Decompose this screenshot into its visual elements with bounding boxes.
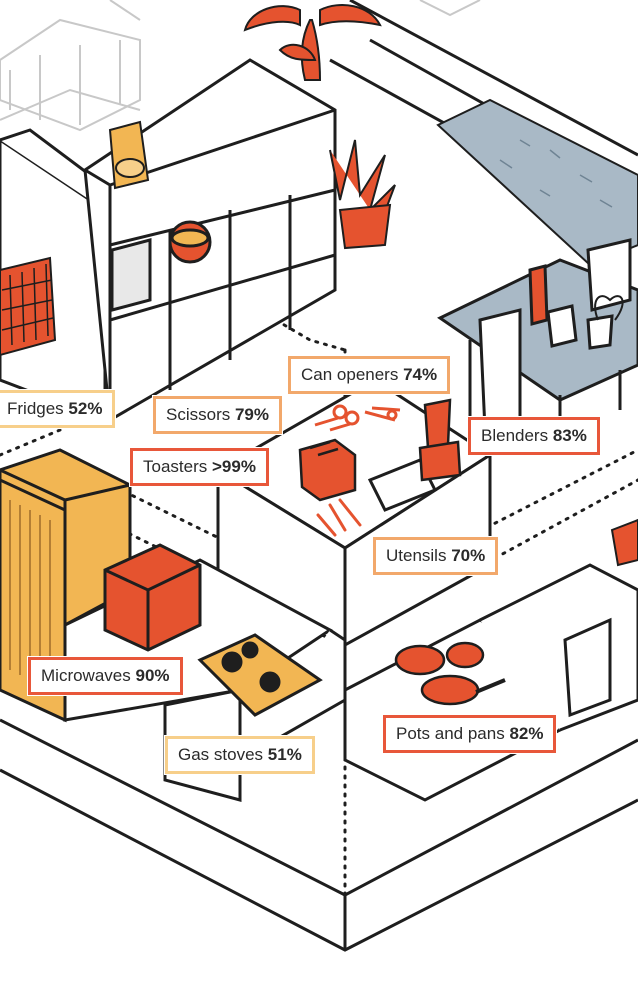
toasters-label: Toasters >99% — [130, 448, 269, 486]
pots-and-pans-label-name: Pots and pans — [396, 724, 505, 743]
blenders-label-name: Blenders — [481, 426, 549, 445]
can-openers-label-name: Can openers — [301, 365, 399, 384]
back-shelf — [83, 58, 337, 423]
background-room-outline — [0, 0, 481, 132]
blenders-label: Blenders 83% — [468, 417, 600, 455]
can-openers-label: Can openers 74% — [288, 356, 451, 394]
gas-stoves-label-name: Gas stoves — [178, 745, 264, 764]
scissors-label: Scissors 79% — [153, 396, 282, 434]
fridges-label-name: Fridges — [7, 399, 64, 418]
can-opener — [364, 406, 401, 422]
coffee-maker — [108, 120, 150, 190]
scissors — [314, 404, 360, 432]
gas-stoves-label-pct: 51% — [267, 745, 302, 764]
toaster — [298, 438, 357, 502]
pots-and-pans-label: Pots and pans 82% — [383, 715, 557, 753]
scissors-label-name: Scissors — [166, 405, 231, 424]
fridges-label: Fridges 52% — [0, 390, 116, 428]
right-edge-item — [610, 518, 638, 567]
potted-plant — [329, 139, 396, 250]
fridges-label-pct: 52% — [68, 399, 103, 418]
microwaves-label-name: Microwaves — [41, 666, 131, 685]
rug — [436, 98, 638, 267]
microwaves-label-pct: 90% — [135, 666, 170, 685]
pots-and-pans-label-pct: 82% — [509, 724, 544, 743]
utensils-label: Utensils 70% — [373, 537, 499, 575]
utensils-label-pct: 70% — [451, 546, 486, 565]
microwave — [103, 543, 202, 652]
fridge-cabinet — [0, 128, 112, 423]
utensils — [316, 498, 362, 537]
utensils-label-name: Utensils — [386, 546, 447, 565]
pots-and-pans — [394, 641, 506, 706]
blenders-label-pct: 83% — [552, 426, 587, 445]
scissors-label-pct: 79% — [234, 405, 269, 424]
gas-stove — [197, 633, 323, 717]
blender — [418, 398, 462, 482]
can-openers-label-pct: 74% — [403, 365, 438, 384]
toasters-label-pct: >99% — [211, 457, 256, 476]
microwaves-label: Microwaves 90% — [28, 657, 183, 695]
toasters-label-name: Toasters — [143, 457, 208, 476]
gas-stoves-label: Gas stoves 51% — [165, 736, 315, 774]
palm-plant — [243, 4, 382, 81]
